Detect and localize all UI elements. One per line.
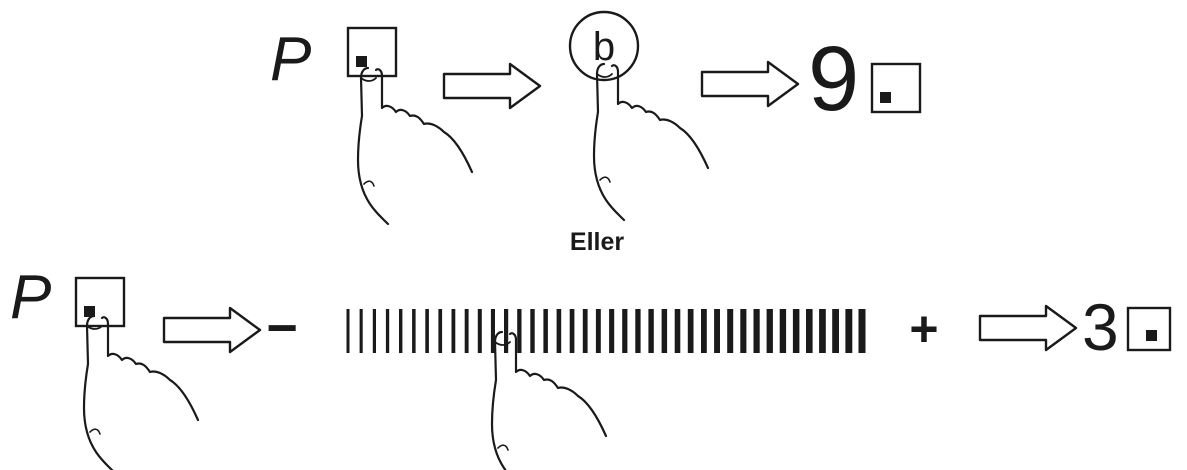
slider-bar[interactable] <box>504 309 509 353</box>
top-sequence: P b <box>270 10 922 226</box>
top-arrow-icon-2 <box>700 60 800 108</box>
bottom-square-button-icon[interactable] <box>74 276 126 328</box>
bottom-result-display: 3 <box>1082 290 1119 364</box>
slider-bar[interactable] <box>582 309 588 353</box>
slider-bar[interactable] <box>832 309 839 353</box>
slider-bar[interactable] <box>569 309 575 353</box>
slider-bar[interactable] <box>753 309 760 353</box>
slider-bar[interactable] <box>727 309 734 353</box>
slider-bar[interactable] <box>490 309 495 353</box>
slider-bar[interactable] <box>399 309 403 353</box>
slider-bar[interactable] <box>806 309 813 353</box>
slider-bar[interactable] <box>477 309 482 353</box>
top-result-square-icon <box>870 62 922 114</box>
slider-minus-label: − <box>266 298 298 358</box>
top-hand-pointer-icon-2 <box>592 62 710 222</box>
slider-bar[interactable] <box>766 309 773 353</box>
slider-bar[interactable] <box>346 309 350 353</box>
bottom-sequence: P − + <box>10 263 1172 470</box>
slider-bar[interactable] <box>648 309 654 353</box>
slider-bar[interactable] <box>661 309 668 353</box>
slider-bar[interactable] <box>845 309 853 353</box>
slider-bar[interactable] <box>530 309 535 353</box>
slider-bar[interactable] <box>412 309 416 353</box>
separator-label: Eller <box>570 228 624 256</box>
slider-bar[interactable] <box>714 309 720 353</box>
top-arrow-icon-1 <box>442 62 542 110</box>
slider-bar[interactable] <box>556 309 562 353</box>
circle-b-button-icon[interactable]: b <box>568 10 640 82</box>
slider-bar[interactable] <box>543 309 548 353</box>
slider-bar[interactable] <box>609 309 615 353</box>
slider-bar[interactable] <box>385 309 390 353</box>
slider-bar[interactable] <box>464 309 469 353</box>
slider-plus-label: + <box>909 301 938 357</box>
slider-bar[interactable] <box>372 309 376 353</box>
top-square-button-icon[interactable] <box>346 26 398 78</box>
slider-bar[interactable] <box>622 309 628 353</box>
slider-bar[interactable] <box>359 309 363 353</box>
bottom-arrow-icon-1 <box>162 306 262 354</box>
bottom-arrow-icon-2 <box>978 304 1078 352</box>
slider-bar[interactable] <box>740 309 747 353</box>
slider-bar[interactable] <box>517 309 522 353</box>
slider-bar[interactable] <box>819 309 826 353</box>
top-start-display: P <box>270 25 311 94</box>
slider-bar[interactable] <box>779 309 787 353</box>
bottom-start-display: P <box>10 263 51 332</box>
slider-bar[interactable] <box>701 309 707 353</box>
top-result-display: 9 <box>808 28 859 130</box>
bottom-hand-pointer-icon-2 <box>490 330 608 470</box>
slider-bar[interactable] <box>792 309 800 353</box>
circle-button-symbol: b <box>593 25 615 69</box>
slider-bar[interactable] <box>674 309 681 353</box>
bottom-result-square-icon <box>1126 306 1172 352</box>
slider-bar[interactable] <box>425 309 429 353</box>
touch-slider-icon[interactable] <box>346 309 866 353</box>
slider-bar[interactable] <box>858 309 866 353</box>
slider-bar[interactable] <box>438 309 443 353</box>
slider-bar[interactable] <box>635 309 641 353</box>
slider-bar[interactable] <box>595 309 601 353</box>
slider-bar[interactable] <box>687 309 694 353</box>
slider-bar[interactable] <box>451 309 456 353</box>
